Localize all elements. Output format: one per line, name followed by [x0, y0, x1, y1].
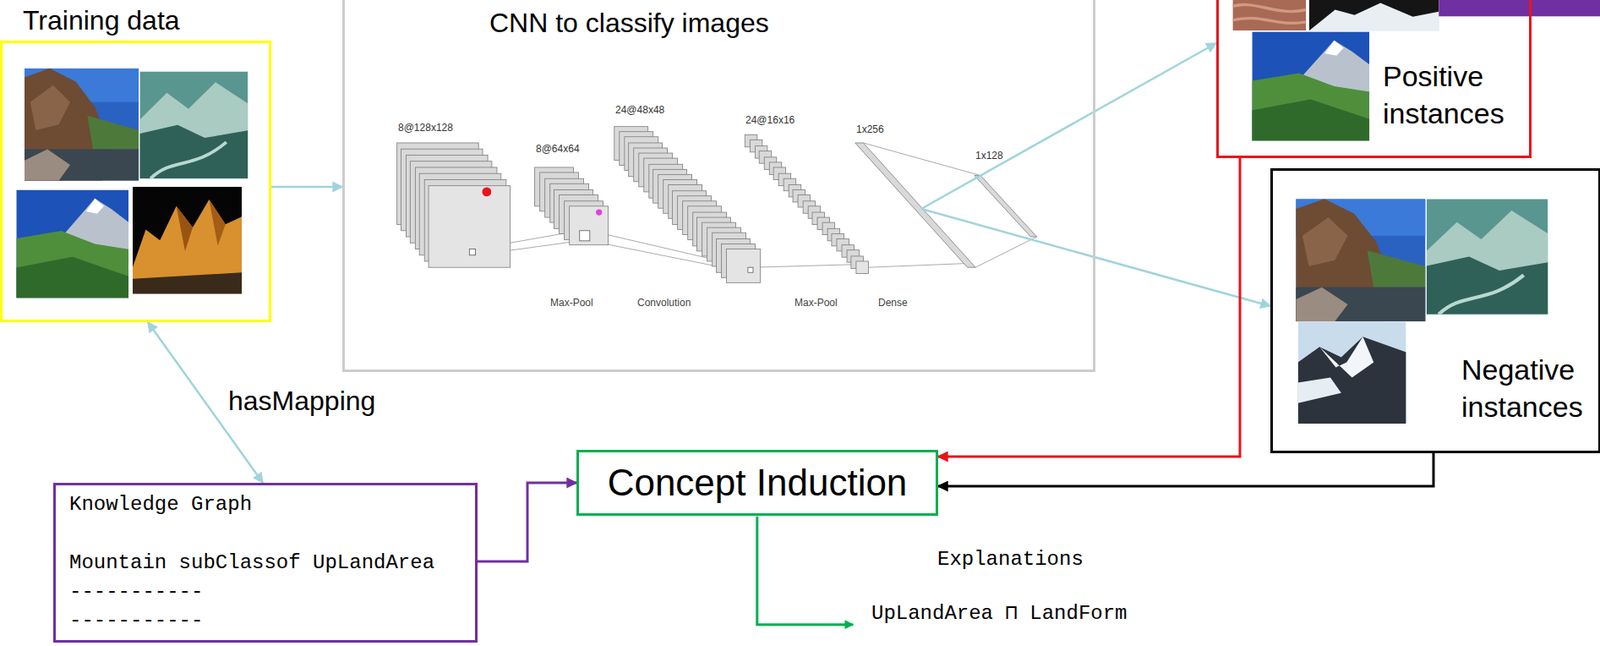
- layer-type: Max-Pool: [549, 296, 595, 309]
- axiom-text: Mountain subClassof UpLandArea: [69, 551, 435, 575]
- layer-size: 24@16x16: [744, 114, 796, 126]
- output-heading: Explanations: [936, 546, 1085, 572]
- box-label: Negative instances: [1461, 350, 1593, 426]
- landscape-photo: [1309, 0, 1439, 31]
- result-box: Negative instances: [1270, 168, 1600, 454]
- landscape-photo: [1298, 321, 1407, 424]
- layer-size: 8@128x128: [397, 121, 454, 134]
- landscape-photo: [16, 189, 129, 298]
- output-expression: UpLandArea ⊓ LandForm: [870, 600, 1129, 626]
- feature-map: [974, 175, 1038, 237]
- landscape-photo: [132, 186, 242, 295]
- receptive-field: [469, 230, 754, 273]
- feature-map: [726, 248, 761, 283]
- activation-dot: [481, 186, 492, 197]
- landscape-photo: [139, 70, 248, 179]
- landscape-photo: [1295, 198, 1426, 322]
- output-arrow: [757, 516, 853, 625]
- panel-heading: CNN to classify images: [489, 6, 770, 39]
- placeholder-line: -----------: [69, 579, 203, 604]
- panel-heading: Training data: [22, 4, 181, 37]
- placeholder-line: -----------: [69, 608, 203, 633]
- feature-map: [569, 206, 609, 246]
- knowledge-box: Knowledge GraphMountain subClassof UpLan…: [53, 482, 478, 643]
- activation-dot: [595, 208, 602, 215]
- connector: [477, 482, 577, 562]
- layer-size: 1x256: [855, 123, 885, 136]
- accent-bar: [1438, 0, 1600, 17]
- feature-map: [856, 261, 869, 274]
- layer-size: 1x128: [974, 149, 1005, 162]
- connector: [921, 43, 1217, 209]
- connector: [938, 158, 1240, 457]
- layer-type: Dense: [877, 296, 909, 309]
- feature-map: [428, 185, 511, 268]
- box-label: Positive instances: [1382, 57, 1523, 132]
- projection-line: [975, 236, 1037, 268]
- layer-type: Max-Pool: [793, 296, 839, 309]
- result-box: Positive instances: [1216, 0, 1532, 159]
- landscape-photo: [16, 0, 1548, 424]
- projection-line: [753, 264, 860, 268]
- process-box: Concept Induction: [576, 449, 939, 516]
- receptive-field: [579, 230, 590, 241]
- model-panel: CNN to classify images: [342, 0, 1096, 372]
- layer-type: Convolution: [636, 296, 692, 309]
- box-label: Concept Induction: [607, 460, 908, 505]
- layer-size: 8@64x64: [535, 142, 581, 155]
- connector: [271, 185, 343, 189]
- data-panel: Training data: [0, 40, 272, 323]
- landscape-photo: [1251, 31, 1370, 141]
- box-heading: Knowledge Graph: [69, 492, 252, 517]
- connector: [938, 453, 1434, 487]
- landscape-photo: [1426, 198, 1549, 314]
- landscape-photo: [1232, 0, 1306, 31]
- feature-map: [397, 126, 1038, 284]
- receptive-field: [469, 248, 476, 255]
- connector: [921, 208, 1271, 306]
- feature-map: [855, 142, 976, 268]
- layer-size: 24@48x48: [614, 103, 666, 116]
- landscape-photo: [24, 68, 139, 181]
- receptive-field: [748, 267, 754, 273]
- projection-line: [868, 262, 970, 268]
- edge-label: hasMapping: [226, 384, 377, 417]
